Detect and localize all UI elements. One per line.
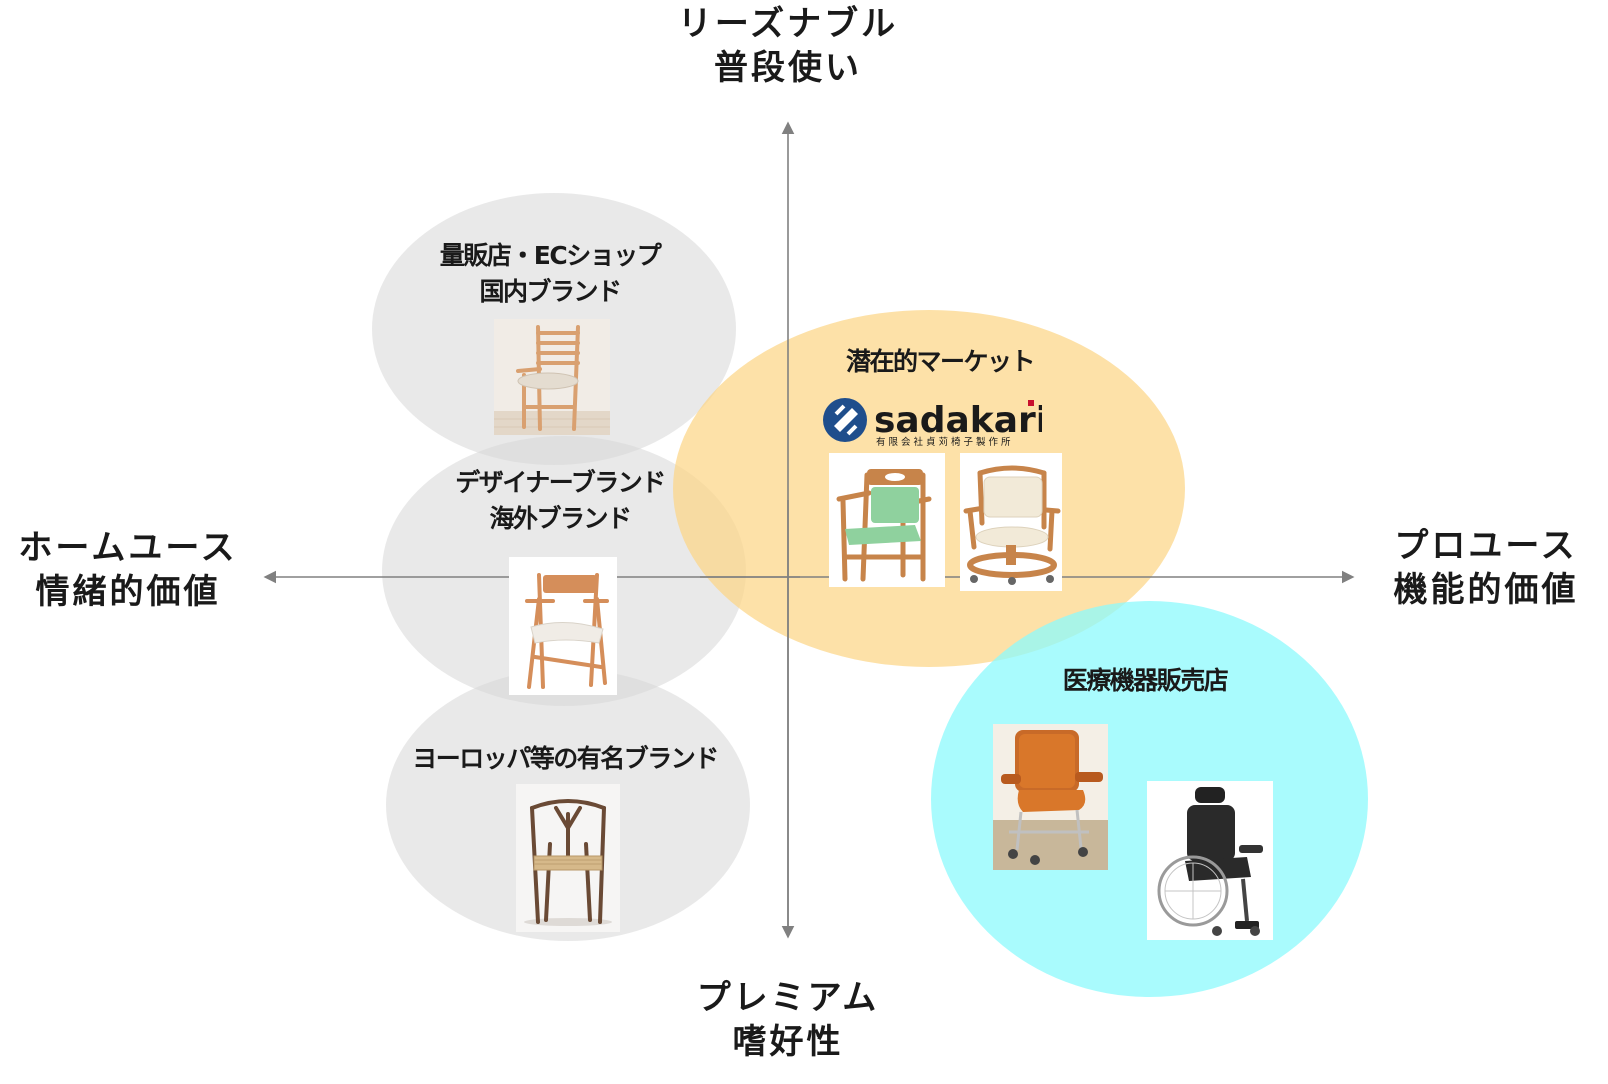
medical-line1: 医療機器販売店 xyxy=(1062,666,1229,695)
european-wishbone-chair-photo xyxy=(516,784,620,932)
sadakari-logo: sadakari 有限会社貞苅椅子製作所 xyxy=(822,396,1048,448)
sadakari-green-chair-photo xyxy=(829,453,945,587)
european-line1: ヨーロッパ等の有名ブランド xyxy=(412,744,719,773)
sadakari-logo-icon: sadakari 有限会社貞苅椅子製作所 xyxy=(823,398,1048,448)
axis-left-line1: ホームユース xyxy=(18,528,238,568)
axis-right-line1: プロユース xyxy=(1394,526,1578,566)
axis-bottom-line2: 嗜好性 xyxy=(732,1022,844,1062)
designer-line1: デザイナーブランド xyxy=(455,468,666,497)
mass-retail-title: 量販店・ECショップ 国内ブランド xyxy=(400,238,700,310)
designer-line2: 海外ブランド xyxy=(489,504,632,533)
mass-retail-line2: 国内ブランド xyxy=(479,277,622,306)
potential-title: 潜在的マーケット xyxy=(790,344,1090,380)
logo-subtitle: 有限会社貞苅椅子製作所 xyxy=(876,436,1014,448)
medical-wheelchair-photo xyxy=(1147,781,1273,940)
axis-label-bottom: プレミアム 嗜好性 xyxy=(638,976,938,1064)
mass-retail-chair-photo xyxy=(494,319,610,435)
designer-chair-photo xyxy=(509,557,617,695)
axis-label-right: プロユース 機能的価値 xyxy=(1366,524,1606,612)
medical-recliner-photo xyxy=(993,724,1108,870)
designer-title: デザイナーブランド 海外ブランド xyxy=(410,465,710,537)
axis-right-line2: 機能的価値 xyxy=(1393,570,1579,610)
axis-left-line2: 情緒的価値 xyxy=(35,572,221,612)
axis-top-line1: リーズナブル xyxy=(677,4,899,44)
axis-label-left: ホームユース 情緒的価値 xyxy=(6,526,250,614)
logo-wordmark: sadakari xyxy=(874,400,1042,441)
axis-bottom-line1: プレミアム xyxy=(696,978,880,1018)
sadakari-cream-swivel-chair-photo xyxy=(960,453,1062,591)
medical-title: 医療機器販売店 xyxy=(995,663,1295,699)
potential-line1: 潜在的マーケット xyxy=(845,347,1036,376)
axis-label-top: リーズナブル 普段使い xyxy=(638,2,938,90)
mass-retail-line1: 量販店・ECショップ xyxy=(439,241,662,270)
axis-top-line2: 普段使い xyxy=(714,48,862,88)
european-title: ヨーロッパ等の有名ブランド xyxy=(390,741,740,777)
